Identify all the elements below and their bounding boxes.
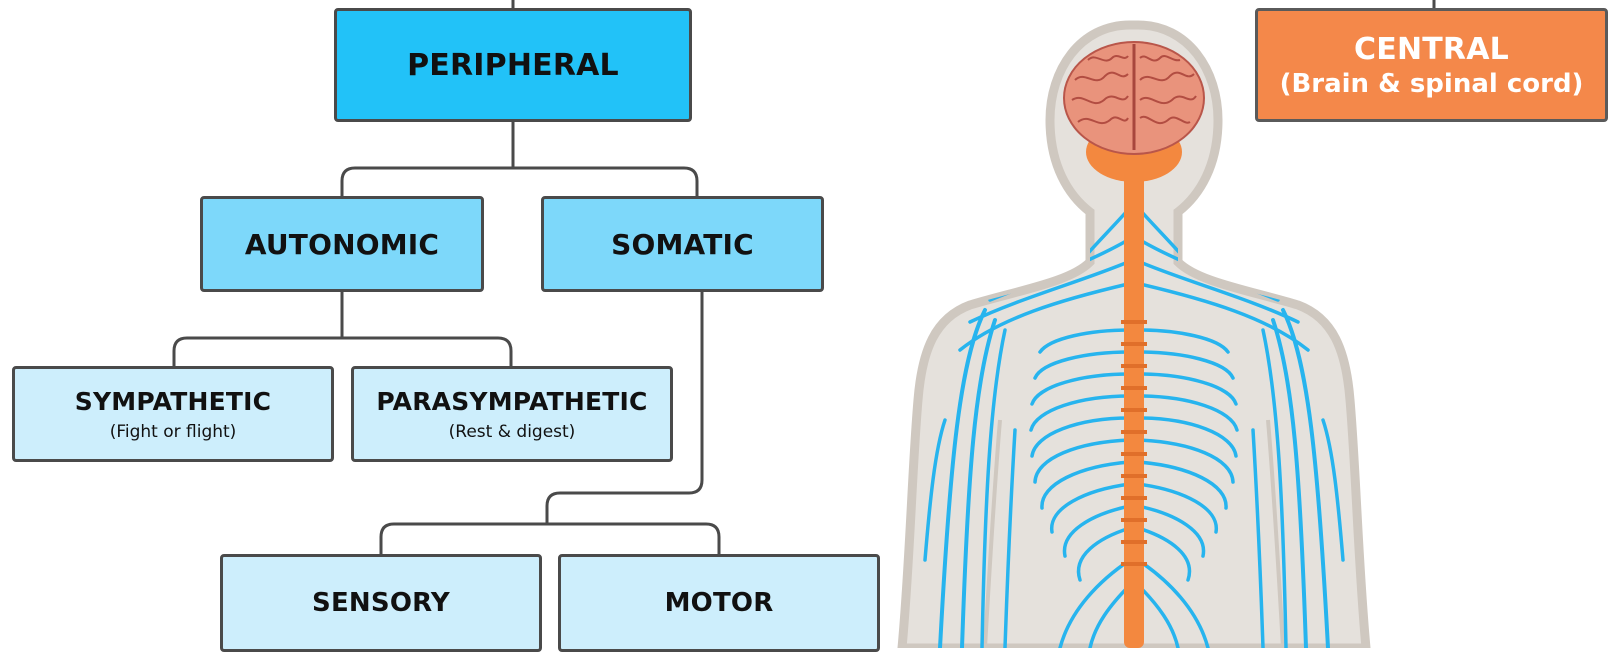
motor-title: MOTOR	[665, 588, 774, 618]
parasympathetic-title: PARASYMPATHETIC	[376, 387, 647, 416]
somatic-title: SOMATIC	[611, 228, 754, 261]
central-box: CENTRAL (Brain & spinal cord)	[1255, 8, 1608, 122]
central-subtitle: (Brain & spinal cord)	[1280, 69, 1584, 99]
sympathetic-box: SYMPATHETIC (Fight or flight)	[12, 366, 334, 462]
autonomic-box: AUTONOMIC	[200, 196, 484, 292]
motor-box: MOTOR	[558, 554, 880, 652]
sympathetic-title: SYMPATHETIC	[75, 387, 271, 416]
sympathetic-subtitle: (Fight or flight)	[110, 422, 237, 442]
sensory-box: SENSORY	[220, 554, 542, 652]
central-title: CENTRAL	[1354, 32, 1509, 67]
parasympathetic-subtitle: (Rest & digest)	[449, 422, 576, 442]
parasympathetic-box: PARASYMPATHETIC (Rest & digest)	[351, 366, 673, 462]
autonomic-title: AUTONOMIC	[245, 228, 439, 261]
peripheral-title: PERIPHERAL	[407, 48, 619, 83]
peripheral-box: PERIPHERAL	[334, 8, 692, 122]
sensory-title: SENSORY	[312, 588, 450, 618]
somatic-box: SOMATIC	[541, 196, 824, 292]
